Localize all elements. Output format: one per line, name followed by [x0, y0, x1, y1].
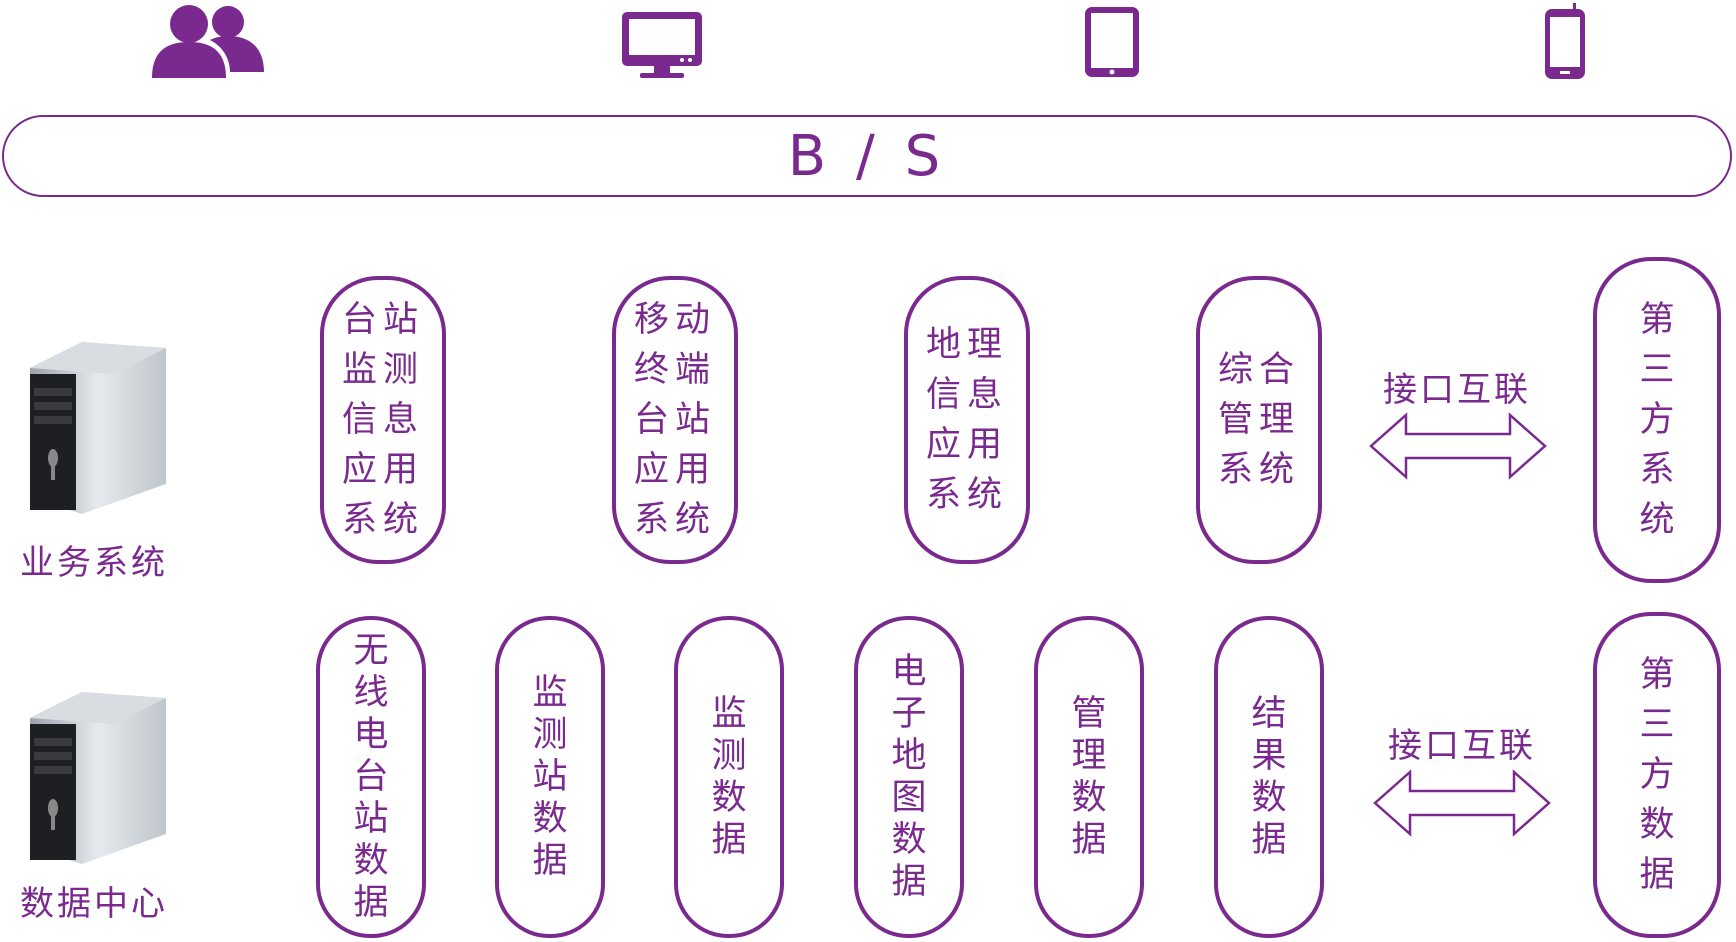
users-icon [152, 5, 264, 78]
system-box: 台站 监测 信息 应用 系统 [320, 276, 446, 564]
data-label: 无 线 电 台 站 数 据 [353, 631, 389, 923]
data-box: 电 子 地 图 数 据 [854, 616, 964, 938]
double-arrow-icon [1369, 412, 1547, 480]
third-party-data-box: 第 三 方 数 据 [1593, 612, 1721, 938]
data-center-label: 数据中心 [20, 884, 168, 924]
third-party-data-label: 第 三 方 数 据 [1639, 655, 1675, 895]
data-label: 监 测 站 数 据 [532, 673, 568, 881]
system-label: 地理 信息 应用 系统 [925, 325, 1008, 515]
system-label: 台站 监测 信息 应用 系统 [341, 300, 424, 540]
data-box: 监 测 站 数 据 [495, 616, 605, 938]
mobile-phone-icon [1545, 3, 1585, 79]
system-label: 综合 管理 系统 [1217, 350, 1300, 490]
data-box: 监 测 数 据 [674, 616, 784, 938]
double-arrow-icon [1373, 769, 1551, 837]
data-label: 监 测 数 据 [711, 694, 747, 860]
interface-label: 接口互联 [1383, 370, 1531, 410]
business-system-label: 业务系统 [20, 543, 168, 583]
desktop-monitor-icon [622, 12, 702, 78]
third-party-system-label: 第 三 方 系 统 [1639, 300, 1675, 540]
data-label: 结 果 数 据 [1251, 694, 1287, 860]
third-party-system-box: 第 三 方 系 统 [1593, 257, 1721, 583]
system-box: 地理 信息 应用 系统 [904, 276, 1030, 564]
system-box: 综合 管理 系统 [1196, 276, 1322, 564]
data-label: 电 子 地 图 数 据 [891, 652, 927, 902]
server-icon [30, 692, 166, 864]
data-box: 无 线 电 台 站 数 据 [316, 616, 426, 938]
system-box: 移动 终端 台站 应用 系统 [612, 276, 738, 564]
data-label: 管 理 数 据 [1071, 694, 1107, 860]
bs-label: B / S [787, 123, 947, 189]
bs-architecture-bar: B / S [2, 115, 1732, 197]
tablet-icon [1085, 7, 1139, 77]
interface-label: 接口互联 [1388, 726, 1536, 766]
data-box: 结 果 数 据 [1214, 616, 1324, 938]
data-box: 管 理 数 据 [1034, 616, 1144, 938]
server-icon [30, 342, 166, 514]
system-label: 移动 终端 台站 应用 系统 [633, 300, 716, 540]
